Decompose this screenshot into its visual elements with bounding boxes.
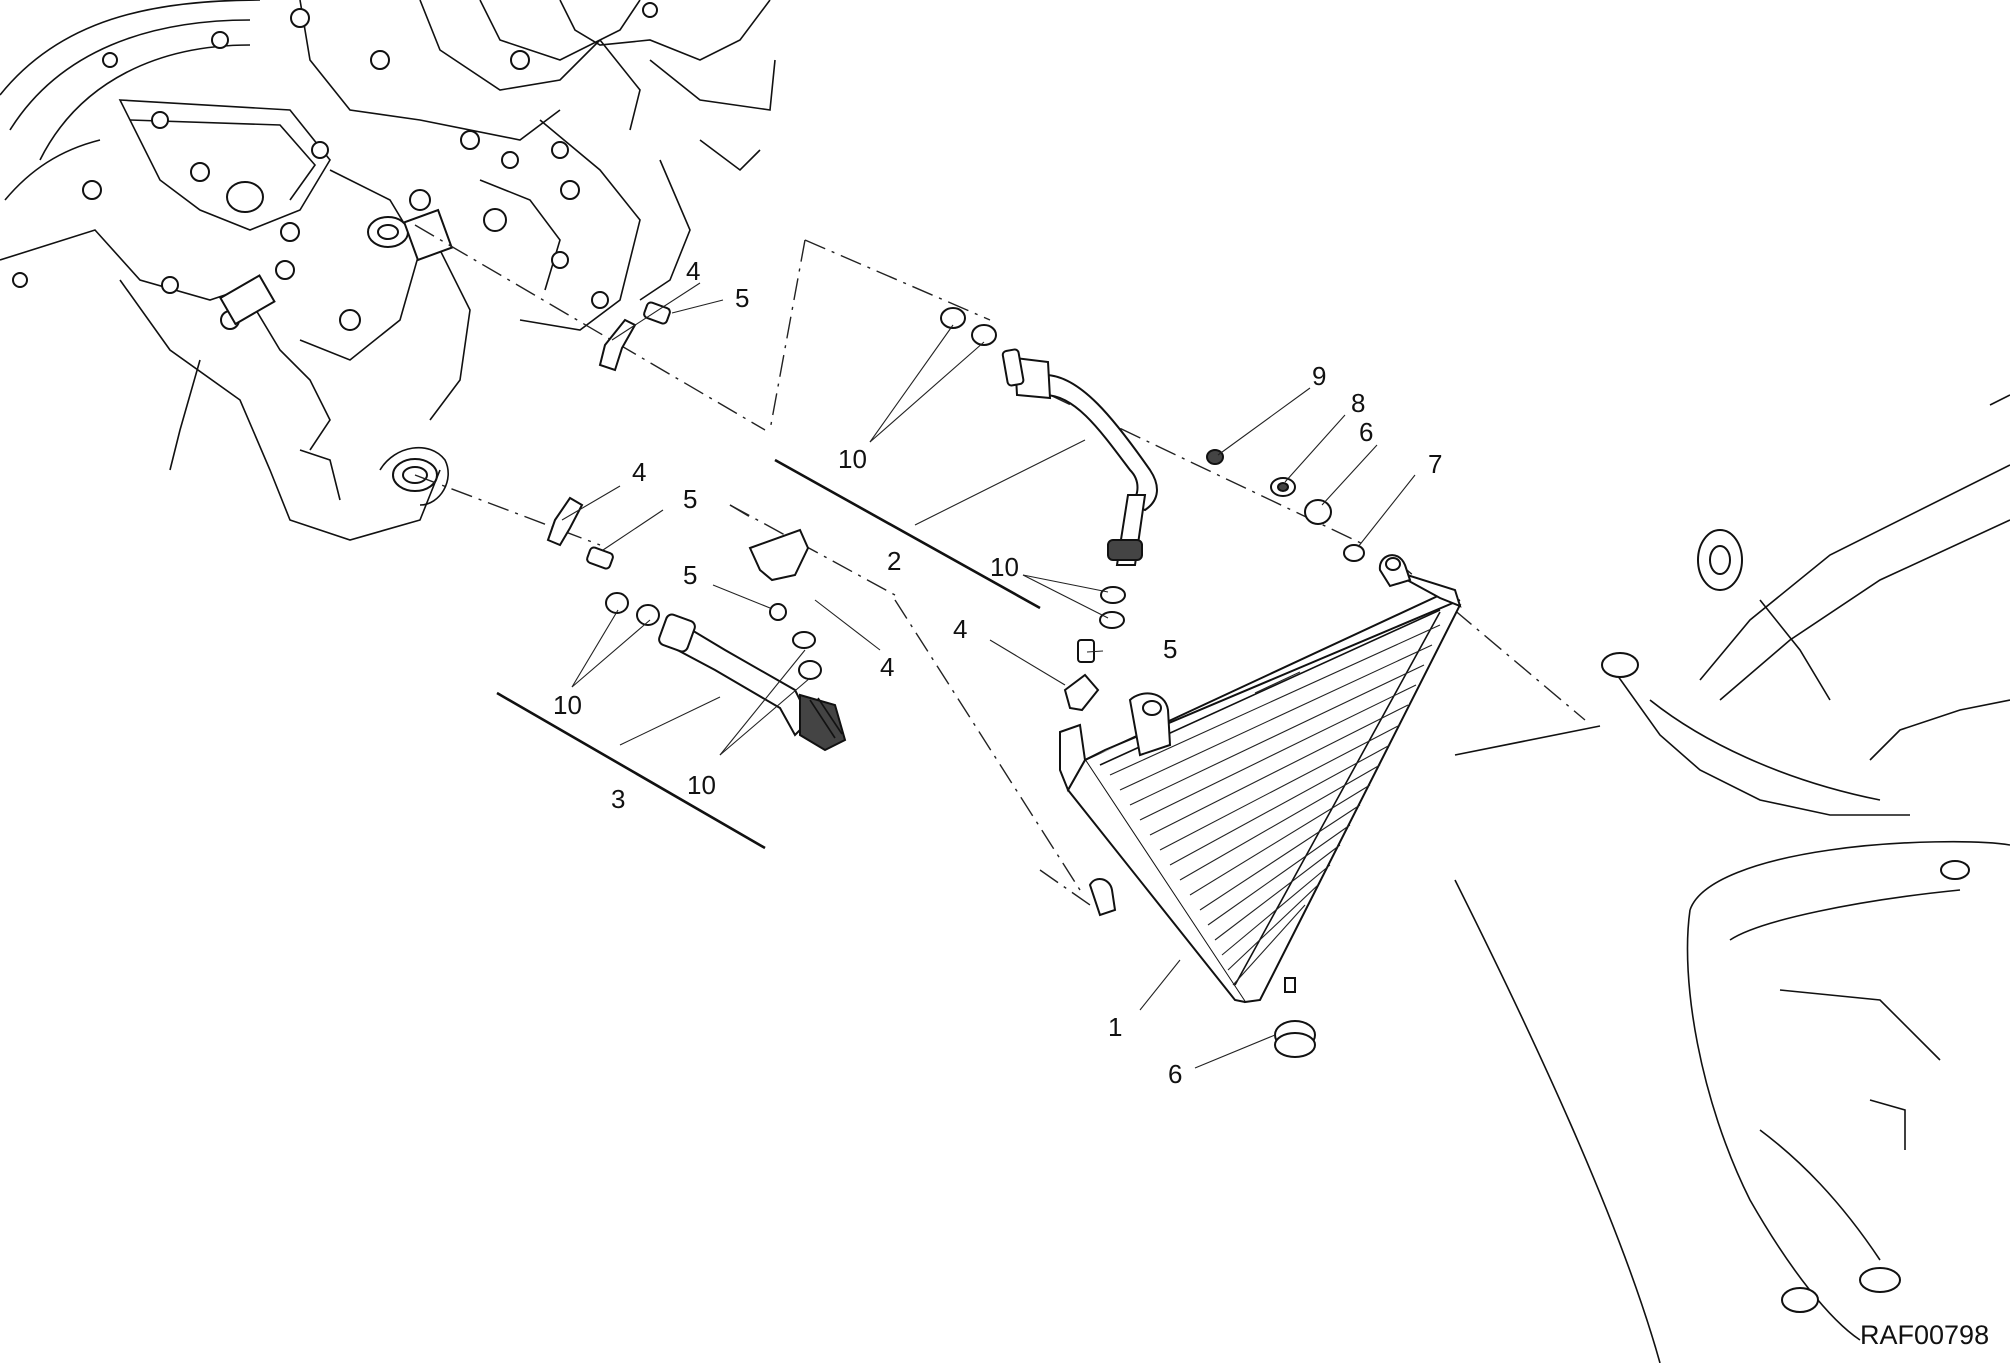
callout-5c: 5 [683,560,697,590]
bolt-5a [643,301,671,325]
oil-hose-3 [658,613,847,752]
group-bars [496,458,1041,850]
callout-9: 9 [1312,361,1326,391]
callout-labels: 1 2 3 4 4 4 4 5 5 5 5 6 6 7 8 9 10 10 10… [553,256,1989,1350]
oil-cooler-fins [1109,624,1441,986]
callout-4a: 4 [686,256,700,286]
callout-5d: 5 [1163,634,1177,664]
drawing-reference-code: RAF00798 [1860,1320,1989,1350]
engine-crankcase [0,0,776,541]
callout-3: 3 [611,784,625,814]
callout-10c: 10 [687,770,716,800]
bolt-5c [769,603,787,621]
callout-5a: 5 [735,283,749,313]
callout-6a: 6 [1359,417,1373,447]
callout-1: 1 [1108,1012,1122,1042]
oil-cooler [1059,554,1462,1004]
oil-hose-2 [1001,348,1158,566]
clip-bracket-4b [546,496,584,547]
leader-lines [561,282,1416,1069]
callout-10b: 10 [553,690,582,720]
bolt-5d [1077,639,1095,663]
o-rings-10 [605,307,1126,680]
callout-5b: 5 [683,484,697,514]
callout-10d: 10 [990,552,1019,582]
bolt-5b [586,546,614,570]
callout-4c: 4 [880,652,894,682]
callout-8: 8 [1351,388,1365,418]
mounting-hardware [1206,449,1365,1058]
callout-4b: 4 [632,457,646,487]
callout-6b: 6 [1168,1059,1182,1089]
callout-7: 7 [1428,449,1442,479]
clip-bracket-4a [598,318,637,372]
callout-10a: 10 [838,444,867,474]
callout-2: 2 [887,546,901,576]
callout-4d: 4 [953,614,967,644]
clip-bracket-4c [748,528,810,582]
frame-and-fairing [1454,394,2010,1363]
clip-bracket-4d [1063,673,1100,712]
